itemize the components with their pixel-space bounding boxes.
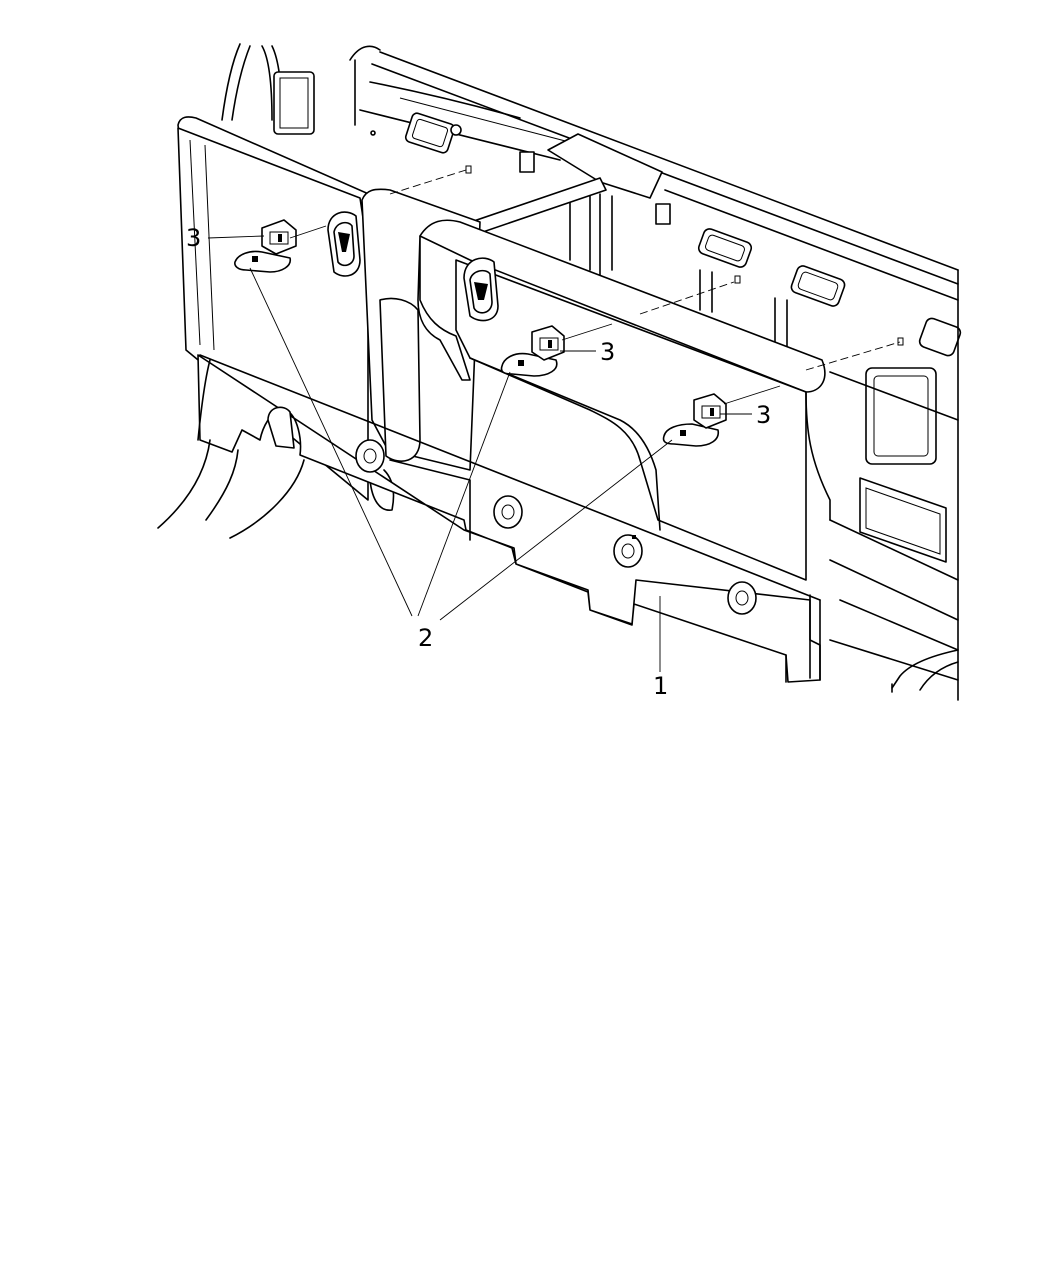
- cab-back-wall: [359, 51, 962, 701]
- seat-anchor-left: [234, 219, 297, 273]
- callout-part-3-right: 3: [756, 401, 771, 429]
- cab-left-pillar: [221, 43, 381, 135]
- seat-anchor-center: [500, 325, 565, 377]
- callout-part-2: 2: [418, 624, 433, 652]
- callout-part-3-left: 3: [186, 224, 201, 252]
- seat-anchor-right: [662, 393, 727, 447]
- mounting-leader-lines: [289, 165, 904, 405]
- buckle-left: [327, 211, 361, 277]
- cab-floor-arch: [157, 439, 959, 693]
- callout-part-1: 1: [653, 672, 668, 700]
- floor-panel: [197, 354, 821, 683]
- buckle-center: [463, 257, 499, 322]
- callout-leaders: [207, 235, 752, 672]
- callout-part-3-center: 3: [600, 338, 615, 366]
